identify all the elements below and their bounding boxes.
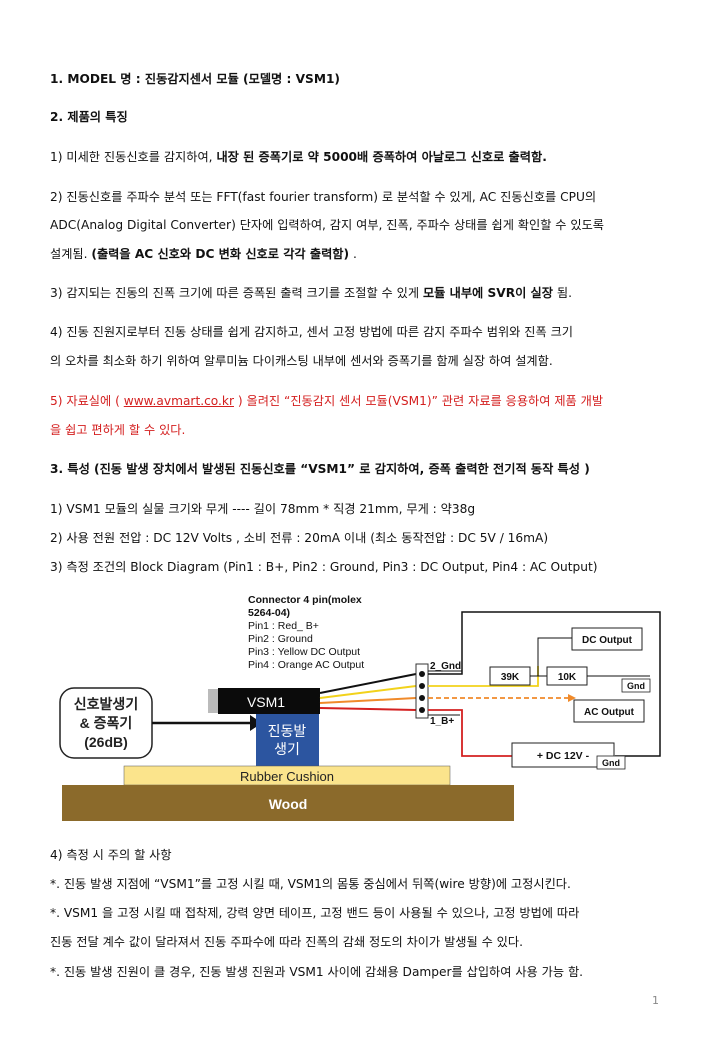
svg-text:5264-04): 5264-04) xyxy=(248,607,290,619)
wire-red xyxy=(319,707,417,711)
sensor-cap xyxy=(208,689,220,713)
dc-output-box xyxy=(571,627,643,651)
caution-2-line1: *. VSM1 을 고정 시킬 때 접착제, 강력 양면 테이프, 고정 밴드 … xyxy=(50,906,580,920)
rubber-cushion-label: Rubber Cushion xyxy=(240,769,334,784)
ac-output-label: AC Output xyxy=(584,707,635,718)
vibration-generator-label: 진동발 생기 xyxy=(268,723,307,757)
feature-4-line1: 4) 진동 진원지로부터 진동 상태를 쉽게 감지하고, 센서 고정 방법에 따… xyxy=(50,325,573,339)
connector-pins xyxy=(419,671,425,713)
caution-2-line2: 진동 전달 계수 값이 달라져서 진동 주파수에 따라 진폭의 감쇄 정도의 차… xyxy=(50,935,523,949)
signal-generator-label: 신호발생기 & 증폭기 (26dB) xyxy=(74,696,138,750)
dc-output-label: DC Output xyxy=(582,635,633,646)
feature-3: 3) 감지되는 진동의 진폭 크기에 따른 증폭된 출력 크기를 조절할 수 있… xyxy=(50,286,572,300)
svg-text:신호발생기: 신호발생기 xyxy=(74,696,138,712)
connector-block xyxy=(415,663,429,719)
page-number: 1 xyxy=(652,994,659,1007)
svg-text:Pin4 : Orange AC Output: Pin4 : Orange AC Output xyxy=(248,659,364,671)
wood-base xyxy=(62,785,514,821)
ac-output-box xyxy=(573,699,645,723)
arrow-icon xyxy=(568,694,576,702)
feature-2-line2: ADC(Analog Digital Converter) 단자에 입력하여, … xyxy=(50,218,605,232)
gnd-box-bottom xyxy=(596,755,626,770)
feature-1: 1) 미세한 진동신호를 감지하여, 내장 된 증폭기로 약 5000배 증폭하… xyxy=(50,150,547,164)
svg-text:Pin2 : Ground: Pin2 : Ground xyxy=(248,633,313,645)
svg-text:Pin3 : Yellow DC Output: Pin3 : Yellow DC Output xyxy=(248,646,360,658)
svg-text:생기: 생기 xyxy=(274,741,300,757)
vibration-generator-box xyxy=(256,714,319,766)
svg-text:Pin1 : Red_ B+: Pin1 : Red_ B+ xyxy=(248,620,319,632)
dc12v-label: + DC 12V - xyxy=(537,750,590,762)
svg-text:& 증폭기: & 증폭기 xyxy=(80,715,133,731)
svg-text:Gnd: Gnd xyxy=(627,681,645,691)
caution-1: *. 진동 발생 지점에 “VSM1”를 고정 시킬 때, VSM1의 몸통 중… xyxy=(50,877,571,891)
wire-yellow xyxy=(319,685,417,699)
feature-5-line1: 5) 자료실에 ( www.avmart.co.kr ) 올려진 “진동감지 센… xyxy=(50,394,604,408)
svg-text:(26dB): (26dB) xyxy=(84,734,128,750)
spec-2: 2) 사용 전원 전압 : DC 12V Volts , 소비 전류 : 20m… xyxy=(50,531,549,545)
pin1-bplus-label: 1_B+ xyxy=(430,716,454,727)
vsm1-label: VSM1 xyxy=(247,694,285,710)
svg-text:진동발: 진동발 xyxy=(268,723,307,739)
wood-label: Wood xyxy=(269,796,308,812)
svg-text:Gnd: Gnd xyxy=(602,758,620,768)
wire-ground xyxy=(319,673,417,694)
svg-text:Connector 4 pin(molex: Connector 4 pin(molex xyxy=(248,594,362,606)
ground-bus xyxy=(428,611,661,757)
feature-2-line3: 설계됨. (출력을 AC 신호와 DC 변화 신호로 각각 출력함) . xyxy=(50,247,357,261)
connector-label: Connector 4 pin(molex 5264-04) Pin1 : Re… xyxy=(248,594,364,671)
dc-out-link xyxy=(537,637,572,676)
gnd-box-top xyxy=(621,678,651,693)
caution-3: *. 진동 발생 진원이 클 경우, 진동 발생 진원과 VSM1 사이에 감쇄… xyxy=(50,965,584,979)
caution-title: 4) 측정 시 주의 할 사항 xyxy=(50,848,172,862)
section1-title: 1. MODEL 명 : 진동감지센서 모듈 (모델명 : VSM1) xyxy=(50,72,341,86)
power-wire xyxy=(428,709,512,757)
section2-title: 2. 제품의 특징 xyxy=(50,110,128,124)
vsm1-body xyxy=(218,688,320,714)
section3-title: 3. 특성 (진동 발생 장치에서 발생된 진동신호를 “VSM1” 로 감지하… xyxy=(50,462,590,476)
block-diagram: Connector 4 pin(molex 5264-04) Pin1 : Re… xyxy=(59,594,661,821)
spec-1: 1) VSM1 모듈의 실물 크기와 무게 ---- 길이 78mm * 직경 … xyxy=(50,502,476,516)
svg-text:10K: 10K xyxy=(558,672,577,683)
svg-text:39K: 39K xyxy=(501,672,520,683)
feature-5-line2: 을 쉽고 편하게 할 수 있다. xyxy=(50,423,186,437)
avmart-link[interactable]: www.avmart.co.kr xyxy=(123,394,234,408)
wire-orange xyxy=(319,697,417,704)
feature-4-line2: 의 오차를 최소화 하기 위하여 알루미늄 다이캐스팅 내부에 센서와 증폭기를… xyxy=(50,354,553,368)
pin2-gnd-label: 2_Gnd xyxy=(430,661,461,672)
feature-2-line1: 2) 진동신호를 주파수 분석 또는 FFT(fast fourier tran… xyxy=(50,190,597,204)
spec-3: 3) 측정 조건의 Block Diagram (Pin1 : B+, Pin2… xyxy=(50,560,598,574)
